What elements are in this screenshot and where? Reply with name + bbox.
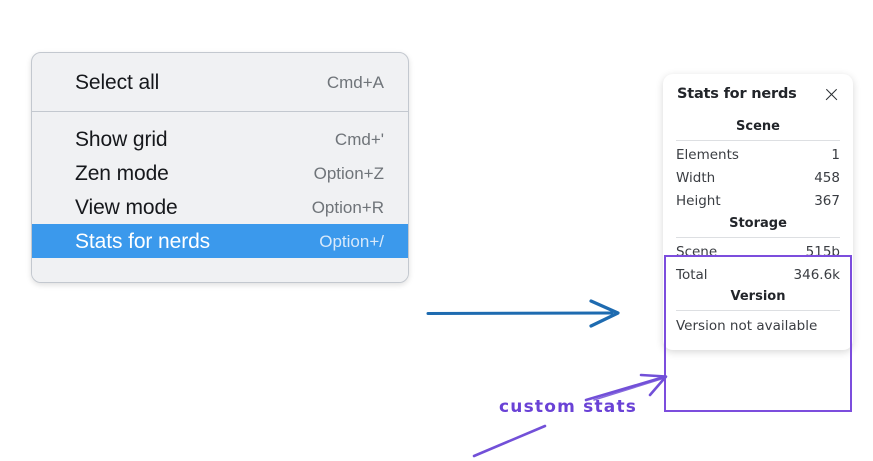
menu-item-shortcut: Option+R [311,197,384,217]
version-value: Version not available [676,318,818,335]
menu-item-label: Stats for nerds [75,229,211,253]
menu-section-2: Show grid Cmd+' Zen mode Option+Z View m… [32,112,408,258]
stats-row-value: 346.6k [793,266,840,283]
menu-item-shortcut: Cmd+A [326,72,384,92]
stats-group-scene: Scene Elements 1 Width 458 Height 367 [663,116,853,213]
menu-item-label: Select all [75,70,160,94]
menu-item-select-all[interactable]: Select all Cmd+A [32,65,408,99]
stats-row-value: 515b [805,243,840,260]
stats-row-label: Total [676,266,708,283]
stats-row: Scene 515b [676,241,840,264]
menu-item-label: View mode [75,195,178,219]
stats-row: Elements 1 [676,144,840,167]
menu-item-view-mode[interactable]: View mode Option+R [32,190,408,224]
stats-row-value: 367 [814,192,840,209]
stats-row: Width 458 [676,167,840,190]
group-heading: Storage [729,215,787,231]
menu-item-zen-mode[interactable]: Zen mode Option+Z [32,156,408,190]
group-heading: Scene [736,119,780,134]
menu-section-1: Select all Cmd+A [32,53,408,111]
menu-item-label: Zen mode [75,161,169,185]
stats-group-version: Version Version not available [663,286,853,336]
group-rule [676,236,840,238]
stats-row: Total 346.6k [676,264,840,287]
stats-row-value: 1 [831,147,840,163]
menu-item-stats-for-nerds[interactable]: Stats for nerds Option+/ [32,224,408,258]
context-menu[interactable]: Select all Cmd+A Show grid Cmd+' Zen mod… [31,52,409,283]
stats-panel-header: Stats for nerds [663,86,853,102]
menu-item-shortcut: Cmd+' [334,129,384,149]
stats-row-value: 458 [814,169,840,186]
purple-underline-stroke [472,424,547,458]
stats-row-label: Elements [676,147,739,163]
menu-item-show-grid[interactable]: Show grid Cmd+' [32,122,408,156]
menu-footer [32,258,408,282]
group-rule [676,140,840,141]
stats-for-nerds-panel: Stats for nerds Scene Elements 1 Width 4… [663,74,853,351]
menu-item-label: Show grid [75,127,168,151]
group-rule [676,310,840,312]
close-icon[interactable] [824,87,839,102]
stats-row-label: Height [676,192,721,209]
menu-divider [32,111,408,112]
group-heading: Version [730,289,786,305]
menu-item-shortcut: Option+/ [319,231,384,251]
custom-stats-caption: custom stats [499,397,638,417]
stats-row: Height 367 [676,190,840,213]
stats-panel-title: Stats for nerds [677,86,797,102]
stats-group-storage: Storage Scene 515b Total 346.6k [663,213,853,287]
stats-row-label: Scene [676,243,718,260]
blue-arrow [426,299,620,328]
menu-item-shortcut: Option+Z [313,163,384,183]
stats-row-label: Width [676,169,716,186]
